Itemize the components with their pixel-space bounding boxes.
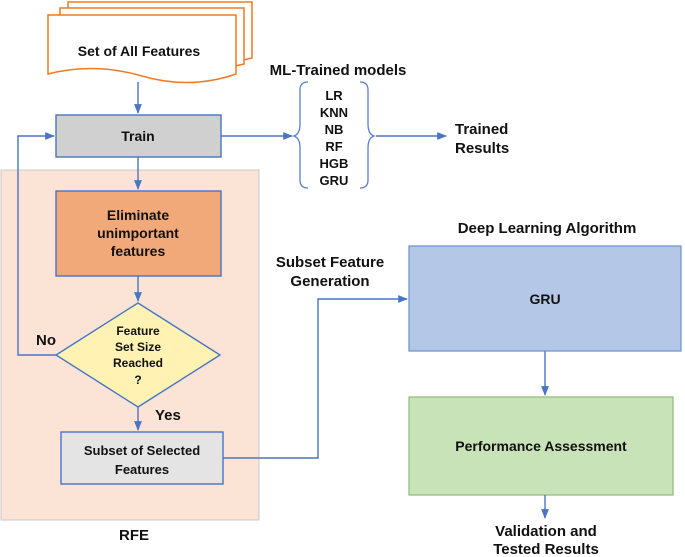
no-label: No [36, 332, 56, 349]
decision-label: Set Size [115, 340, 161, 354]
eliminate-box [55, 190, 222, 277]
model-item: RF [325, 139, 342, 154]
arrow-no-loop-to-train [17, 132, 56, 356]
subset-selected-label: Subset of Selected [84, 443, 200, 458]
model-item: GRU [320, 173, 349, 188]
validation-label: Validation and [495, 523, 597, 540]
trained-results-label: Results [455, 140, 509, 157]
all-features-document: Set of All Features [47, 1, 253, 84]
performance-label: Performance Assessment [455, 438, 627, 454]
dl-title: Deep Learning Algorithm [458, 220, 637, 237]
eliminate-label: unimportant [97, 225, 179, 241]
eliminate-label: features [111, 243, 166, 259]
model-list-brace [291, 81, 377, 189]
rfe-label: RFE [119, 527, 149, 544]
validation-label: Tested Results [493, 541, 599, 557]
subset-selected-box [60, 431, 224, 485]
model-item: LR [325, 88, 343, 103]
trained-results-label: Trained [455, 121, 508, 138]
yes-label: Yes [155, 407, 181, 424]
performance-box [408, 396, 674, 496]
subset-generation-label: Generation [290, 273, 369, 290]
train-label: Train [121, 128, 154, 144]
subset-generation-label: Subset Feature [276, 254, 384, 271]
decision-label: Reached [113, 356, 163, 370]
subset-selected-label: Features [115, 462, 169, 477]
model-item: NB [325, 122, 344, 137]
arrow-subset-to-gru [223, 295, 408, 459]
eliminate-label: Eliminate [107, 207, 169, 223]
ml-models-title: ML-Trained models [270, 62, 407, 79]
model-item: HGB [320, 156, 349, 171]
all-features-label: Set of All Features [78, 43, 201, 59]
decision-label: Feature [116, 324, 160, 338]
gru-label: GRU [529, 291, 560, 307]
train-box [55, 114, 222, 158]
decision-label: ? [134, 373, 141, 387]
model-item: KNN [320, 105, 348, 120]
